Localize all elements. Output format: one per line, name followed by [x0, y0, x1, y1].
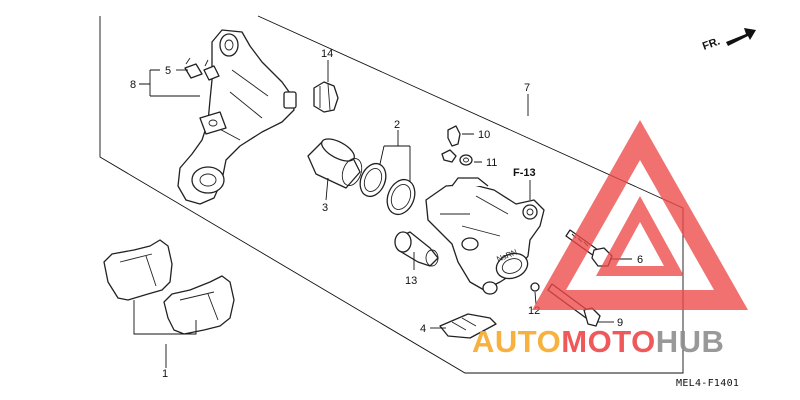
- caliper-bracket: [177, 29, 297, 205]
- watermark-brand-text: AUTOMOTOHUB: [472, 324, 724, 359]
- watermark-brand-auto: AUTO: [472, 324, 561, 359]
- bleeder-screw: [441, 125, 473, 166]
- callout-10: 10: [478, 129, 490, 141]
- piston-seals: [359, 162, 416, 216]
- callout-3: 3: [322, 202, 328, 214]
- callout-14: 14: [321, 48, 333, 60]
- caliper-body: [425, 177, 545, 295]
- callout-8: 8: [130, 79, 136, 91]
- diagram-code: MEL4-F1401: [676, 378, 739, 389]
- brake-pads: [103, 239, 235, 335]
- callout-11: 11: [486, 157, 497, 169]
- callout-13: 13: [405, 275, 417, 287]
- watermark-brand-hub: HUB: [656, 324, 725, 359]
- watermark-brand-moto: MOTO: [561, 324, 655, 359]
- front-arrow-icon: [726, 28, 756, 46]
- front-direction-label: FR.: [701, 35, 722, 52]
- leader-lines: [133, 60, 632, 368]
- piston: [307, 138, 363, 189]
- callout-6: 6: [637, 254, 643, 266]
- callout-4: 4: [420, 323, 426, 335]
- callout-2: 2: [394, 119, 400, 131]
- front-direction-marker: FR.: [701, 28, 756, 53]
- boot: [313, 81, 339, 113]
- pad-spring-clips: [184, 57, 220, 81]
- callout-1: 1: [162, 368, 168, 380]
- slide-pin-boot: [394, 231, 439, 267]
- callout-ref-f13: F-13: [513, 167, 536, 179]
- callout-5: 5: [165, 65, 171, 77]
- callout-7: 7: [524, 82, 530, 94]
- watermark-logo-icon: [532, 120, 748, 310]
- pad-retainer: [439, 313, 497, 339]
- callout-9: 9: [617, 317, 623, 329]
